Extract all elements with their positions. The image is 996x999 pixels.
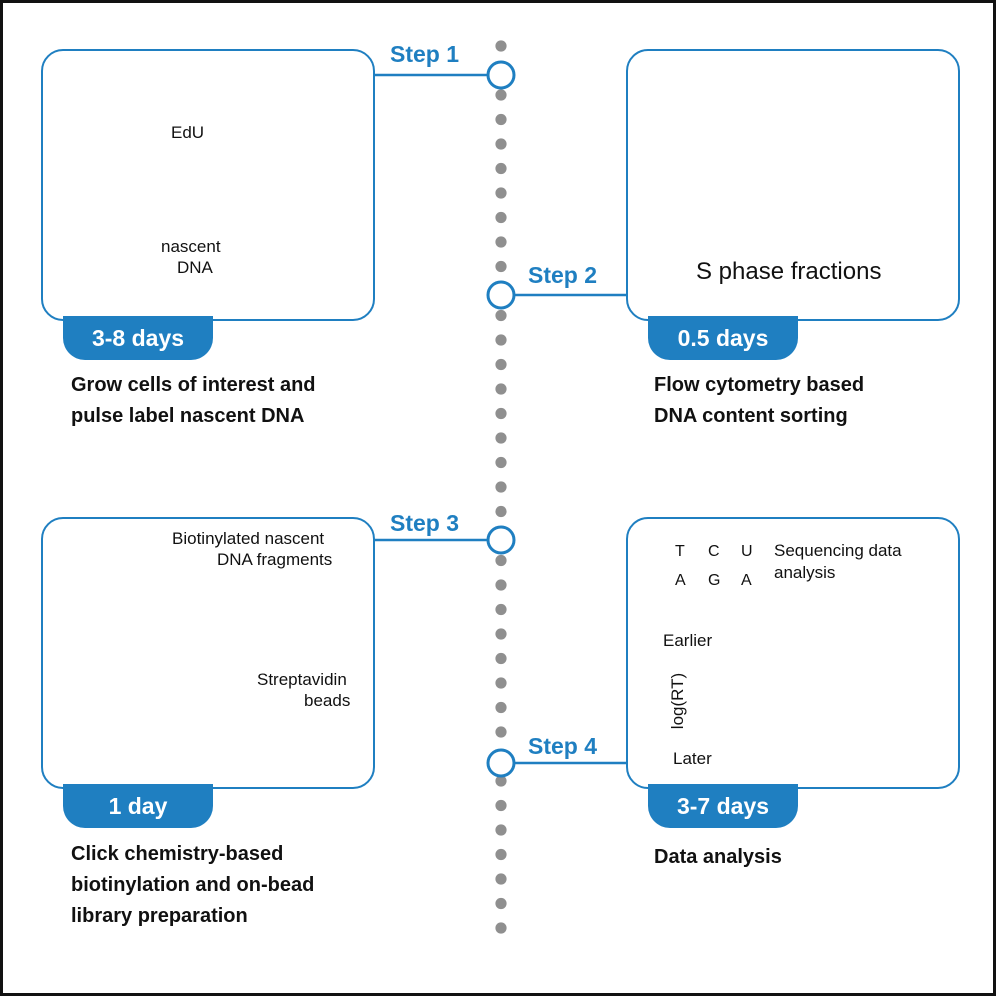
timeline-dot xyxy=(495,407,507,420)
timeline-dot xyxy=(495,677,507,689)
timeline-dot xyxy=(495,481,507,493)
timeline-dot xyxy=(495,187,507,199)
step-4-node xyxy=(486,748,516,778)
step-3-caption-line-3: library preparation xyxy=(71,905,248,927)
timeline-dot xyxy=(495,113,507,126)
nascent-label-line-1: nascent xyxy=(161,237,221,256)
timeline-dot xyxy=(495,211,507,224)
base-top-1: T xyxy=(675,543,685,560)
timeline-dot xyxy=(495,628,507,640)
step-3-node xyxy=(486,525,516,555)
timeline-dot xyxy=(495,775,507,787)
step-2-caption-line-1: Flow cytometry based xyxy=(654,374,865,396)
timeline-dot xyxy=(495,138,507,150)
timeline-dot xyxy=(495,358,507,371)
timeline xyxy=(375,40,628,934)
step-1-caption: Grow cells of interest and pulse label n… xyxy=(71,370,316,432)
beads-label-line-2: beads xyxy=(304,691,351,710)
seq-label-line-2: analysis xyxy=(774,563,836,582)
step-2-caption: Flow cytometry based DNA content sorting xyxy=(654,370,864,432)
timeline-dot xyxy=(495,554,507,567)
step-4-label: Step 4 xyxy=(528,733,598,759)
timeline-dot xyxy=(495,309,507,322)
step-3-caption-line-1: Click chemistry-based xyxy=(71,843,284,865)
step-2-node xyxy=(486,280,516,310)
base-top-3: U xyxy=(741,543,753,560)
step-4-panel xyxy=(626,517,960,789)
timeline-dot xyxy=(495,432,507,444)
step-4-duration-badge: 3-7 days xyxy=(648,784,798,828)
timeline-dot xyxy=(495,260,507,273)
base-bottom-1: A xyxy=(675,572,686,589)
step-3-panel xyxy=(41,517,375,789)
step-2-label: Step 2 xyxy=(528,262,598,288)
timeline-dot xyxy=(495,824,507,836)
step-1-duration-badge: 3-8 days xyxy=(63,316,213,360)
step-3-label: Step 3 xyxy=(390,510,460,536)
step-1-caption-line-2: pulse label nascent DNA xyxy=(71,405,305,427)
rt-axis-label: log(RT) xyxy=(668,672,687,730)
step-1-caption-line-1: Grow cells of interest and xyxy=(71,374,316,396)
timeline-dot xyxy=(495,383,507,395)
base-bottom-3: A xyxy=(741,572,752,589)
timeline-dot xyxy=(495,897,507,910)
earlier-label: Earlier xyxy=(663,631,713,650)
timeline-dots xyxy=(495,40,507,934)
seq-label-line-1: Sequencing data xyxy=(774,541,902,560)
timeline-dot xyxy=(495,40,507,52)
step-connectors xyxy=(375,73,628,765)
step-1-label: Step 1 xyxy=(390,41,460,67)
timeline-dot xyxy=(495,236,507,248)
step-3-caption-line-2: biotinylation and on-bead xyxy=(71,874,315,896)
base-top-2: C xyxy=(708,543,720,560)
step-1-node xyxy=(486,60,516,90)
step-3-duration-badge: 1 day xyxy=(63,784,213,828)
timeline-dot xyxy=(495,652,507,665)
timeline-dot xyxy=(495,579,507,591)
beads-label-line-1: Streptavidin xyxy=(257,670,347,689)
edu-label: EdU xyxy=(171,123,205,142)
timeline-dot xyxy=(495,726,507,738)
timeline-dot xyxy=(495,162,507,175)
timeline-dot xyxy=(495,873,507,885)
step-3-caption: Click chemistry-based biotinylation and … xyxy=(71,839,314,932)
fragments-label-line-1: Biotinylated nascent xyxy=(172,529,325,548)
step-2-duration-badge: 0.5 days xyxy=(648,316,798,360)
timeline-nodes xyxy=(486,60,516,778)
timeline-dot xyxy=(495,922,507,934)
step-4-caption: Data analysis xyxy=(654,842,782,873)
step-2-panel xyxy=(626,49,960,321)
fragments-label-line-2: DNA fragments xyxy=(217,550,333,569)
s-phase-fractions-label: S phase fractions xyxy=(696,258,882,285)
timeline-dot xyxy=(495,799,507,812)
timeline-dot xyxy=(495,89,507,101)
base-bottom-2: G xyxy=(708,572,721,589)
timeline-dot xyxy=(495,701,507,714)
step-1-panel xyxy=(41,49,375,321)
timeline-dot xyxy=(495,505,507,518)
nascent-label-line-2: DNA xyxy=(177,258,213,277)
step-4-caption-line-1: Data analysis xyxy=(654,846,782,868)
timeline-dot xyxy=(495,456,507,469)
timeline-dot xyxy=(495,603,507,616)
timeline-dot xyxy=(495,334,507,346)
step-2-caption-line-2: DNA content sorting xyxy=(654,405,848,427)
timeline-dot xyxy=(495,848,507,861)
later-label: Later xyxy=(673,749,712,768)
